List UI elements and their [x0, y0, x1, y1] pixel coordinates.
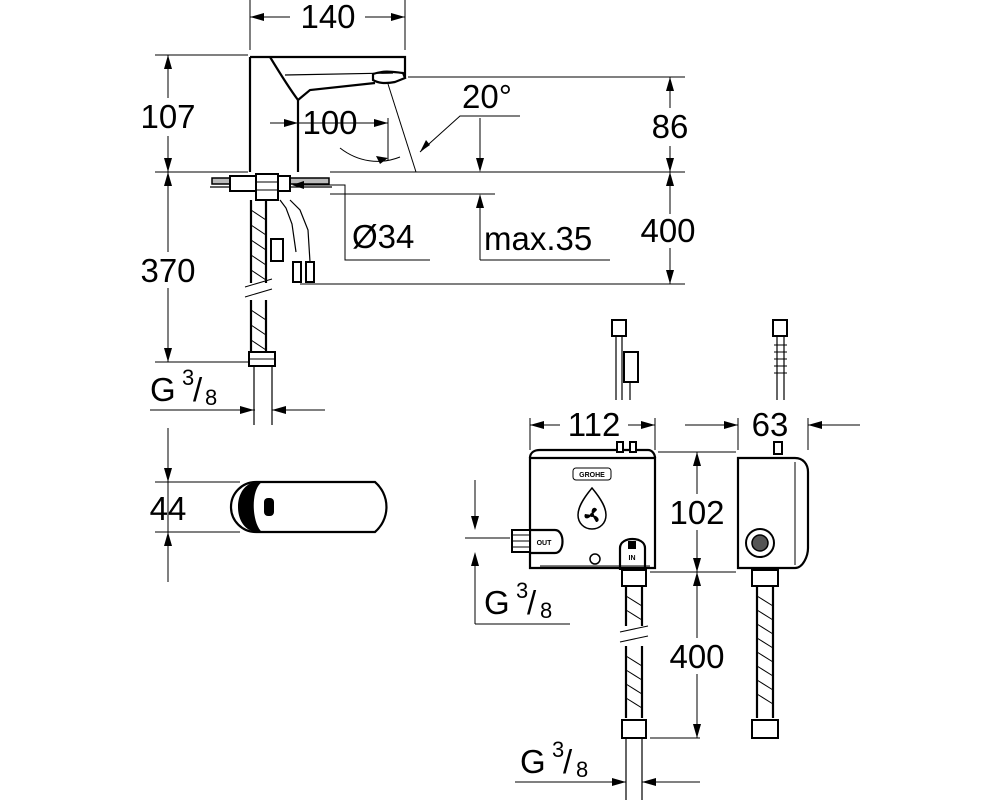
hose-break	[244, 278, 273, 298]
out-label: OUT	[537, 540, 553, 547]
side-port	[773, 441, 783, 455]
dim-label-d34: Ø34	[352, 218, 414, 255]
water-drop-icon	[577, 486, 607, 530]
spout-underside	[297, 81, 376, 101]
hose-braid	[250, 209, 267, 281]
fan-icon	[584, 507, 599, 522]
stud-thread	[256, 181, 278, 191]
side-fitting-inner	[751, 534, 769, 552]
dim-label-86: 86	[652, 108, 689, 145]
thread-label-in: G 3 / 8	[515, 737, 700, 786]
dim-hose-length-box: 400	[650, 571, 732, 739]
thread-in-slash: /	[563, 743, 573, 780]
dim-label-400-top: 400	[640, 212, 695, 249]
dim-box-depth: 63	[685, 406, 860, 450]
side-hose	[755, 586, 775, 718]
cable-plug-2	[305, 261, 315, 283]
sensor-ray	[387, 83, 417, 173]
dim-outlet-height: 86	[330, 76, 700, 173]
dim-sensor-angle: 20°	[339, 78, 520, 173]
thread-label-faucet: G 3 / 8	[150, 365, 325, 414]
thread-numerator: 3	[182, 365, 194, 390]
in-indicator	[628, 541, 636, 549]
dim-label-44: 44	[150, 490, 187, 527]
in-nut	[621, 569, 647, 587]
dim-label-400-box: 400	[669, 638, 724, 675]
dim-supply-length: 370	[130, 172, 250, 363]
in-hose-break	[619, 625, 649, 643]
thread-in-numerator: 3	[552, 737, 564, 762]
faucet-top	[250, 55, 407, 78]
spout-top-outline	[229, 480, 388, 534]
angle-arc	[339, 147, 401, 162]
thread-out-numerator: 3	[516, 578, 528, 603]
thread-denominator: 8	[205, 385, 217, 410]
dim-hose-length-top: 400	[300, 172, 704, 285]
aerator	[371, 70, 407, 85]
dim-max-thickness: max.35	[330, 118, 610, 261]
dim-label-63: 63	[752, 406, 789, 443]
in-fitting-housing	[618, 537, 647, 570]
sensor-cables	[279, 199, 311, 263]
in-label: IN	[629, 555, 636, 562]
box-screw	[589, 553, 601, 565]
in-hose-lower	[624, 646, 644, 718]
dim-hole-diameter: Ø34	[292, 181, 430, 261]
in-lower-nut	[621, 719, 647, 739]
angle-leader	[419, 115, 520, 153]
control-box-side	[736, 319, 810, 739]
box-port-1	[616, 441, 624, 453]
thread-out-denominator: 8	[540, 598, 552, 623]
dim-spout-width: 140	[249, 0, 406, 50]
dim-label-112: 112	[568, 406, 621, 443]
dim-spout-projection: 100	[270, 104, 389, 160]
supply-hose-lower	[249, 300, 268, 352]
brand-plate	[572, 467, 612, 481]
thread-in-g: G	[520, 743, 546, 780]
dim-label-140: 140	[300, 0, 355, 35]
dim-box-width: 112	[529, 406, 656, 450]
side-nut	[751, 569, 779, 587]
faucet-curve	[269, 56, 299, 101]
sensor-window	[264, 498, 274, 516]
thread-connection	[253, 366, 273, 425]
thread-out-slash: /	[527, 584, 537, 621]
faucet-side-view	[210, 55, 407, 425]
thread-slash: /	[193, 371, 203, 408]
in-hose-upper	[624, 586, 644, 626]
box-cable-plug-1	[611, 319, 627, 337]
control-box-front: GROHE OUT IN	[511, 319, 657, 800]
box-cable-plug-2	[623, 351, 639, 383]
box-port-2	[629, 441, 637, 453]
dim-label-102: 102	[669, 494, 724, 531]
hose-braid-lower	[250, 309, 267, 351]
out-fitting-housing	[530, 528, 564, 555]
dim-label-20deg: 20°	[462, 78, 512, 115]
dim-label-100: 100	[302, 104, 357, 141]
dim-box-height: 102	[658, 451, 736, 573]
faucet-top-view: 44	[150, 428, 388, 582]
in-thread-connection	[625, 738, 643, 800]
cable-plug-1	[292, 261, 302, 283]
thread-in-denominator: 8	[576, 757, 588, 782]
side-lower-nut	[751, 719, 779, 739]
dim-label-370: 370	[140, 252, 195, 289]
thread-label-out: G 3 / 8	[465, 480, 570, 625]
side-box-body	[736, 456, 810, 570]
cable-clip	[270, 238, 284, 262]
brand-label: GROHE	[579, 472, 605, 479]
dim-spout-height: 107	[130, 54, 248, 173]
thread-out-g: G	[484, 584, 510, 621]
spout-top-shade	[238, 482, 262, 532]
side-cable-plug	[772, 319, 788, 337]
mounting-stud	[255, 173, 279, 201]
dim-label-max35: max.35	[484, 220, 592, 257]
thread-g: G	[150, 371, 176, 408]
dim-label-107: 107	[140, 98, 195, 135]
spout-edge	[284, 72, 394, 76]
box-lid	[528, 448, 657, 459]
